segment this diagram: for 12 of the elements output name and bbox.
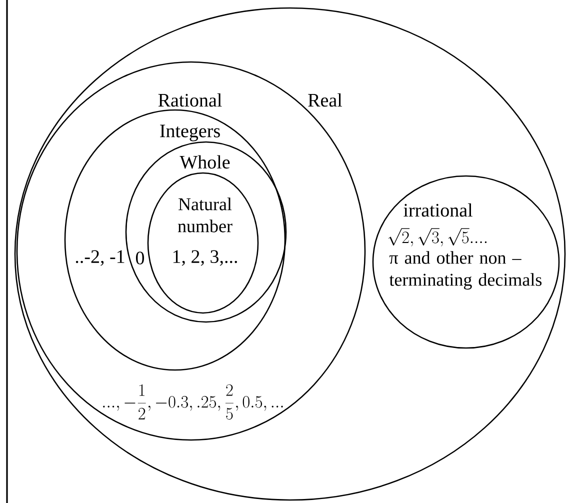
number-examples: π and other non – terminating decimals — [389, 251, 542, 290]
set-label: irrational — [404, 203, 472, 217]
set-label: Natural number — [178, 198, 232, 232]
set-label: Real — [308, 93, 342, 107]
number-examples: $..., -\frac{1}{2}, -0.3, .25, \frac{2}{5}, 0.5, ...$ — [103, 384, 283, 420]
number-examples: 0 — [136, 252, 144, 264]
number-examples: 1, 2, 3,... — [173, 250, 237, 266]
number-examples: ..-2, -1 — [76, 250, 124, 266]
set-label: Integers — [160, 124, 220, 142]
set-label: Rational — [158, 93, 222, 107]
number-examples: $\sqrt{2},\sqrt{3},\sqrt{5}....$ — [388, 228, 487, 246]
set-label: Whole — [180, 155, 230, 169]
